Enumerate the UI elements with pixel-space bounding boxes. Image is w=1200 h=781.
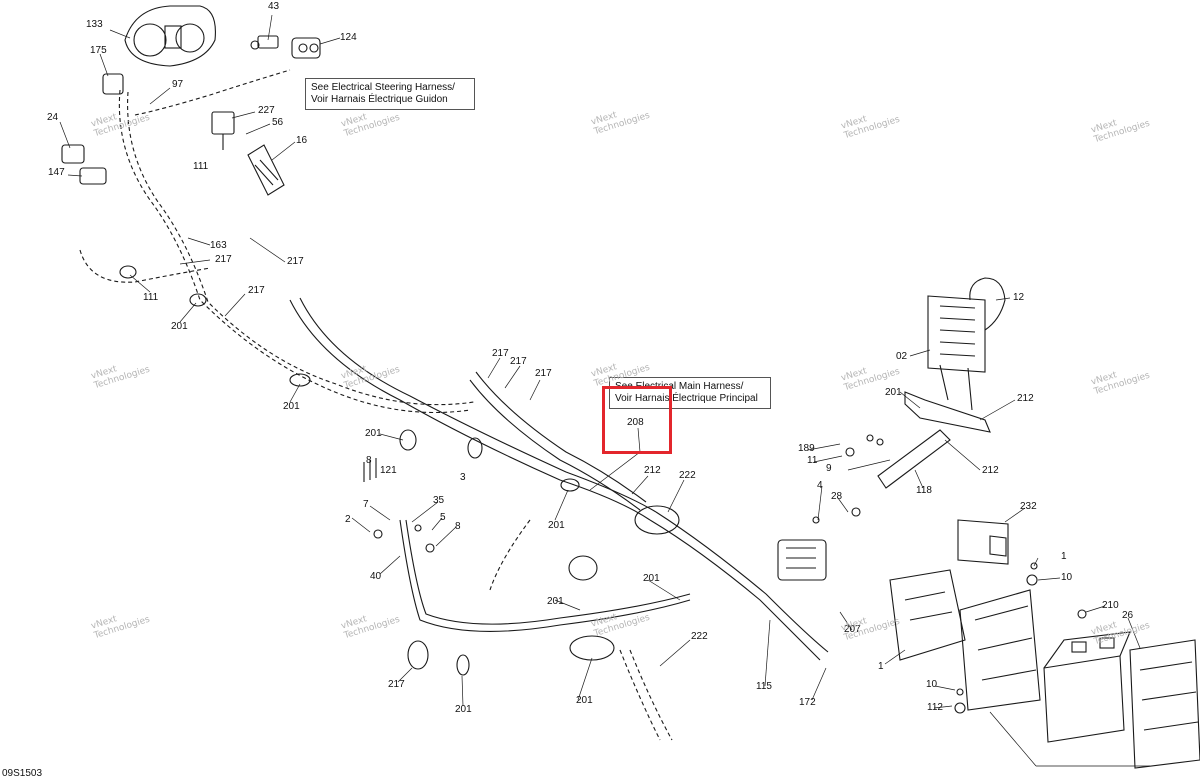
callout-label: 222 — [691, 631, 708, 642]
callout-label: 10 — [926, 679, 938, 690]
main-note-line-1: See Electrical Main Harness/ — [615, 381, 744, 392]
callout-label: 175 — [90, 45, 107, 56]
callout-label: 217 — [248, 285, 265, 296]
connector-147 — [79, 167, 107, 185]
leader-lines — [59, 14, 1150, 767]
bracket-121 — [904, 364, 991, 433]
callout-label: 16 — [296, 135, 308, 146]
instrument-cluster — [124, 5, 216, 67]
callout-label: 227 — [258, 105, 275, 116]
callout-label: 7 — [363, 499, 369, 510]
callout-label: 124 — [340, 32, 357, 43]
callout-label: 121 — [380, 465, 397, 476]
bracket-172 — [889, 569, 966, 661]
plate-118 — [877, 429, 951, 489]
callout-label: 97 — [172, 79, 184, 90]
callout-label: 217 — [287, 256, 304, 267]
callout-label: 210 — [1102, 600, 1119, 611]
callout-label: 212 — [1017, 393, 1034, 404]
callout-label: 8 — [366, 455, 372, 466]
callout-label: 189 — [798, 443, 815, 454]
callout-label: 43 — [268, 1, 280, 12]
steering-harness-note: See Electrical Steering Harness/ Voir Ha… — [305, 78, 475, 110]
relay-227 — [211, 111, 235, 150]
callout-label: 133 — [86, 19, 103, 30]
callout-label: 02 — [896, 351, 908, 362]
callout-label: 201 — [885, 387, 902, 398]
callout-label: 201 — [455, 704, 472, 715]
document-code: 09S1503 — [2, 768, 43, 779]
fuse-box — [777, 539, 827, 581]
callout-label: 201 — [548, 520, 565, 531]
highlight-box — [602, 386, 672, 454]
cable-ties — [119, 265, 680, 676]
callout-label: 217 — [492, 348, 509, 359]
callout-label: 201 — [643, 573, 660, 584]
steering-harness — [79, 69, 475, 414]
callout-label: 111 — [143, 292, 159, 303]
callout-label: 28 — [831, 491, 843, 502]
callout-label: 217 — [215, 254, 232, 265]
callout-label: 111 — [193, 161, 209, 172]
main-harness — [289, 297, 829, 661]
callout-label: 212 — [644, 465, 661, 476]
callout-label: 24 — [47, 112, 59, 123]
callout-label: 207 — [844, 624, 861, 635]
fasteners — [363, 434, 1087, 714]
battery-tray-112 — [959, 589, 1041, 711]
connector-56 — [61, 144, 85, 164]
battery-cable-40 — [399, 519, 691, 632]
callout-label: 232 — [1020, 501, 1037, 512]
callout-label: 112 — [927, 702, 943, 713]
callout-label: 208 — [627, 417, 644, 428]
steering-note-line-2: Voir Harnais Électrique Guidon — [311, 94, 448, 105]
steering-note-line-1: See Electrical Steering Harness/ — [311, 82, 455, 93]
callout-label: 9 — [826, 463, 832, 474]
callout-label: 115 — [756, 681, 772, 692]
callout-label: 3 — [460, 472, 466, 483]
callout-label: 217 — [510, 356, 527, 367]
switch-124 — [291, 37, 321, 59]
connector-175 — [102, 73, 124, 95]
callout-label: 26 — [1122, 610, 1134, 621]
callout-label: 201 — [576, 695, 593, 706]
callout-label: 1 — [878, 661, 884, 672]
module-232 — [957, 519, 1009, 565]
callout-label: 5 — [440, 512, 446, 523]
callout-label: 118 — [916, 485, 932, 496]
callout-label: 4 — [817, 480, 823, 491]
callout-label: 2 — [345, 514, 351, 525]
callout-label: 217 — [388, 679, 405, 690]
sensor-24 — [247, 144, 285, 196]
callout-label: 201 — [547, 596, 564, 607]
callout-label: 56 — [272, 117, 284, 128]
battery — [1043, 631, 1131, 743]
callout-label: 12 — [1013, 292, 1025, 303]
callout-label: 35 — [433, 495, 445, 506]
main-note-line-2: Voir Harnais Électrique Principal — [615, 393, 758, 404]
harness-lower-branch — [489, 519, 673, 741]
callout-label: 10 — [1061, 572, 1073, 583]
callout-label: 201 — [171, 321, 188, 332]
callout-label: 201 — [283, 401, 300, 412]
callout-label: 11 — [807, 455, 818, 466]
ecm-module — [927, 277, 1006, 373]
callout-label: 163 — [210, 240, 227, 251]
battery-cover — [1129, 639, 1200, 769]
connector-43 — [250, 35, 279, 50]
callout-label: 172 — [799, 697, 816, 708]
callout-label: 40 — [370, 571, 382, 582]
callout-label: 8 — [455, 521, 461, 532]
callout-label: 1 — [1061, 551, 1067, 562]
callout-label: 217 — [535, 368, 552, 379]
callout-label: 212 — [982, 465, 999, 476]
callout-label: 147 — [48, 167, 65, 178]
callout-label: 201 — [365, 428, 382, 439]
main-harness-note: See Electrical Main Harness/ Voir Harnai… — [609, 377, 771, 409]
callout-label: 222 — [679, 470, 696, 481]
